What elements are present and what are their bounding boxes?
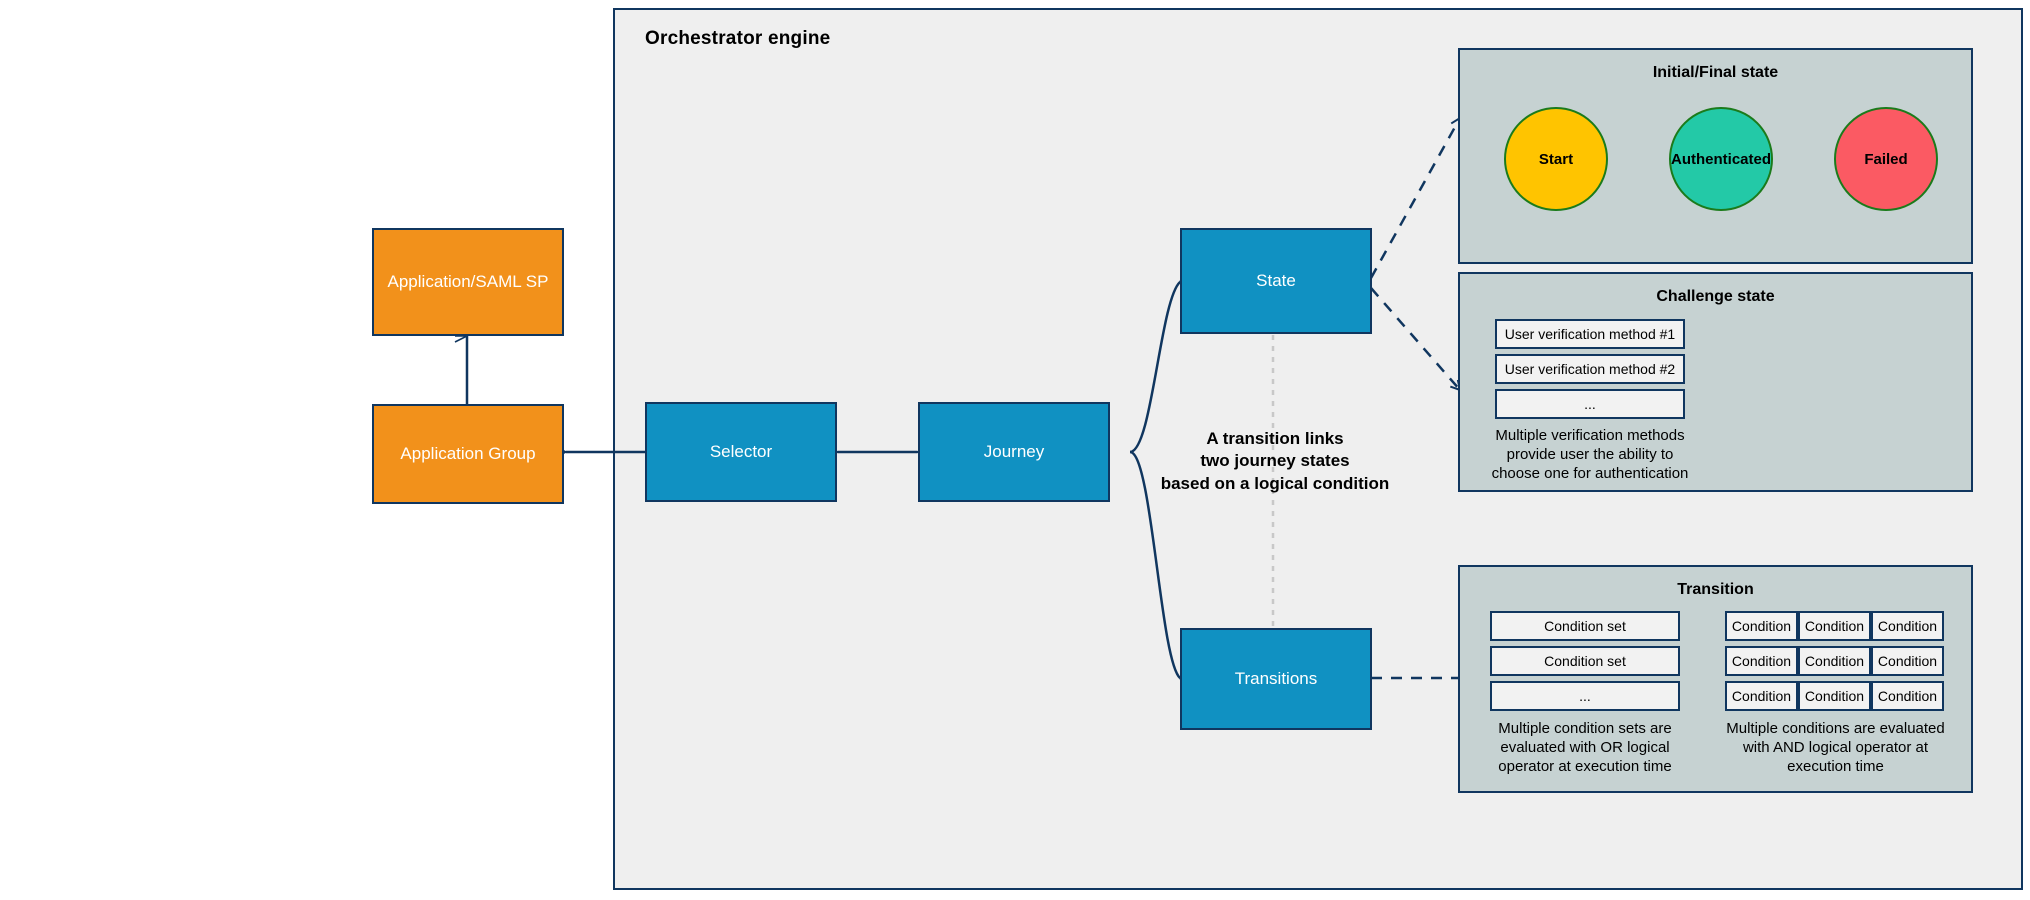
panel-initial-final-state-title: Initial/Final state: [1652, 64, 1779, 81]
chip-label: ...: [1579, 688, 1591, 704]
orchestrator-engine-title: Orchestrator engine: [645, 28, 831, 49]
condition-set-1[interactable]: Condition set: [1490, 611, 1680, 641]
chip-label: Condition: [1804, 618, 1865, 634]
condition-r1c3[interactable]: Condition: [1871, 611, 1944, 641]
condition-r1c2[interactable]: Condition: [1798, 611, 1871, 641]
node-application-group[interactable]: Application Group: [372, 404, 564, 504]
node-journey[interactable]: Journey: [918, 402, 1110, 502]
chip-label: Condition: [1877, 618, 1938, 634]
condition-r1c1[interactable]: Condition: [1725, 611, 1798, 641]
condition-r3c2[interactable]: Condition: [1798, 681, 1871, 711]
panel-challenge-state: Challenge state User verification method…: [1458, 272, 1973, 492]
chip-label: Condition: [1877, 653, 1938, 669]
chip-label: Condition: [1804, 653, 1865, 669]
condition-r3c3[interactable]: Condition: [1871, 681, 1944, 711]
transition-caption-left-line-1: Multiple condition sets are: [1498, 720, 1672, 737]
transition-note-line-1: A transition links: [1206, 429, 1344, 448]
node-label: Selector: [709, 442, 773, 461]
node-transitions[interactable]: Transitions: [1180, 628, 1372, 730]
circle-label: Authenticated: [1671, 150, 1772, 168]
condition-r2c2[interactable]: Condition: [1798, 646, 1871, 676]
chip-label: Condition set: [1544, 618, 1626, 634]
circle-label: Failed: [1864, 150, 1908, 168]
chip-label: Condition: [1731, 688, 1792, 704]
transition-caption-right: Multiple conditions are evaluated with A…: [1708, 719, 1963, 777]
transition-caption-right-line-2: with AND logical operator at: [1742, 739, 1929, 757]
transition-caption-right-line-1: Multiple conditions are evaluated: [1726, 720, 1945, 737]
circle-authenticated[interactable]: Authenticated: [1669, 107, 1773, 211]
condition-r2c3[interactable]: Condition: [1871, 646, 1944, 676]
challenge-caption: Multiple verification methods provide us…: [1474, 426, 1706, 484]
chip-label: Condition set: [1544, 653, 1626, 669]
node-label: Application/SAML SP: [387, 272, 549, 291]
node-label: Transitions: [1234, 669, 1318, 688]
challenge-method-more[interactable]: ...: [1495, 389, 1685, 419]
chip-label: Condition: [1731, 653, 1792, 669]
node-label: Application Group: [400, 444, 536, 463]
condition-r3c1[interactable]: Condition: [1725, 681, 1798, 711]
condition-set-2[interactable]: Condition set: [1490, 646, 1680, 676]
chip-label: ...: [1584, 396, 1596, 412]
transition-caption-left-line-2: evaluated with OR logical: [1500, 739, 1670, 757]
chip-label: Condition: [1804, 688, 1865, 704]
condition-set-more[interactable]: ...: [1490, 681, 1680, 711]
transition-note-line-3: based on a logical condition: [1160, 473, 1390, 493]
circle-label: Start: [1538, 150, 1574, 168]
node-label: State: [1256, 271, 1296, 290]
challenge-caption-line-2: provide user the ability to: [1506, 446, 1674, 464]
chip-label: Condition: [1731, 618, 1792, 634]
circle-start[interactable]: Start: [1504, 107, 1608, 211]
challenge-method-1[interactable]: User verification method #1: [1495, 319, 1685, 349]
node-state[interactable]: State: [1180, 228, 1372, 334]
transition-caption-left: Multiple condition sets are evaluated wi…: [1468, 719, 1702, 777]
circle-failed[interactable]: Failed: [1834, 107, 1938, 211]
panel-initial-final-state: Initial/Final state Start Authenticated …: [1458, 48, 1973, 264]
transition-caption-left-line-3: operator at execution time: [1498, 758, 1672, 776]
chip-label: User verification method #1: [1504, 326, 1676, 342]
transition-caption-right-line-3: execution time: [1787, 758, 1884, 776]
panel-transition: Transition Condition set Condition set .…: [1458, 565, 1973, 793]
chip-label: User verification method #2: [1504, 361, 1676, 377]
panel-challenge-state-title: Challenge state: [1656, 288, 1775, 305]
panel-transition-title: Transition: [1677, 581, 1754, 598]
transition-note: A transition links two journey states ba…: [1080, 428, 1470, 495]
transition-note-line-2: two journey states: [1200, 451, 1350, 471]
node-selector[interactable]: Selector: [645, 402, 837, 502]
challenge-method-2[interactable]: User verification method #2: [1495, 354, 1685, 384]
node-application-saml-sp[interactable]: Application/SAML SP: [372, 228, 564, 336]
node-label: Journey: [983, 442, 1045, 461]
condition-r2c1[interactable]: Condition: [1725, 646, 1798, 676]
challenge-caption-line-1: Multiple verification methods: [1495, 427, 1685, 444]
chip-label: Condition: [1877, 688, 1938, 704]
challenge-caption-line-3: choose one for authentication: [1491, 465, 1689, 483]
